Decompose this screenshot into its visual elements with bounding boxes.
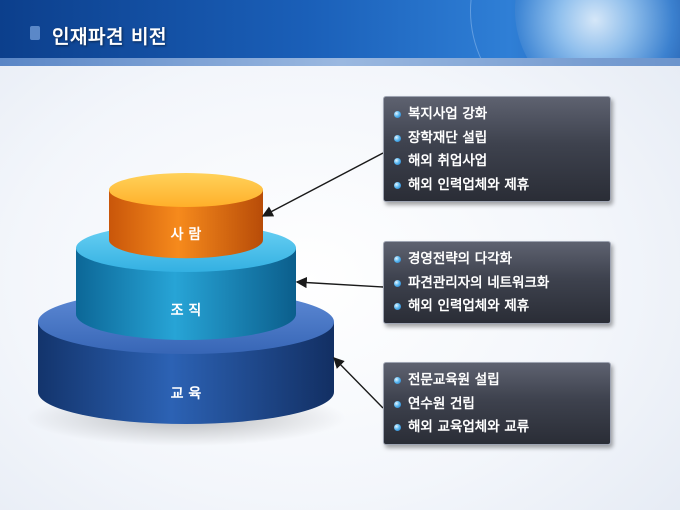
list-item: 파견관리자의 네트워크화 — [394, 272, 600, 296]
connector-arrow-bottom — [333, 357, 384, 409]
header-banner: 인재파견 비전 — [0, 0, 680, 66]
list-item: 해외 취업사업 — [394, 150, 600, 174]
bullet-icon — [394, 181, 401, 189]
panel-people: 복지사업 강화 장학재단 설립 해외 취업사업 해외 인력업체와 제휴 — [383, 96, 611, 202]
list-item: 복지사업 강화 — [394, 103, 600, 127]
list-item: 해외 인력업체와 제휴 — [394, 295, 600, 319]
list-item: 경영전략의 다각화 — [394, 248, 600, 272]
bullet-icon — [394, 158, 401, 165]
list-item: 장학재단 설립 — [394, 127, 600, 151]
panel-organization: 경영전략의 다각화 파견관리자의 네트워크화 해외 인력업체와 제휴 — [383, 241, 611, 324]
bullet-icon — [394, 424, 401, 431]
bullet-icon — [394, 279, 401, 287]
connector-arrow-top — [261, 152, 384, 217]
bullet-icon — [394, 134, 401, 142]
bullet-icon — [394, 111, 401, 118]
title-bullet-icon — [30, 26, 40, 40]
tier-label-education: 교 육 — [170, 386, 202, 402]
bullet-icon — [394, 256, 401, 263]
list-item: 전문교육원 설립 — [394, 369, 600, 393]
header-band — [0, 58, 680, 66]
panel-education: 전문교육원 설립 연수원 건립 해외 교육업체와 교류 — [383, 362, 611, 445]
bullet-icon — [394, 377, 401, 384]
bullet-icon — [394, 303, 401, 310]
page-title: 인재파견 비전 — [52, 26, 167, 48]
connector-arrow-middle — [295, 276, 384, 289]
globe-image — [515, 0, 680, 66]
tier-top-cylinder — [109, 173, 263, 259]
list-item: 연수원 건립 — [394, 393, 600, 417]
tier-label-people: 사 람 — [170, 227, 202, 243]
list-item: 해외 교육업체와 교류 — [394, 416, 600, 440]
bullet-icon — [394, 400, 401, 408]
list-item: 해외 인력업체와 제휴 — [394, 174, 600, 198]
tier-label-organization: 조 직 — [170, 303, 202, 319]
